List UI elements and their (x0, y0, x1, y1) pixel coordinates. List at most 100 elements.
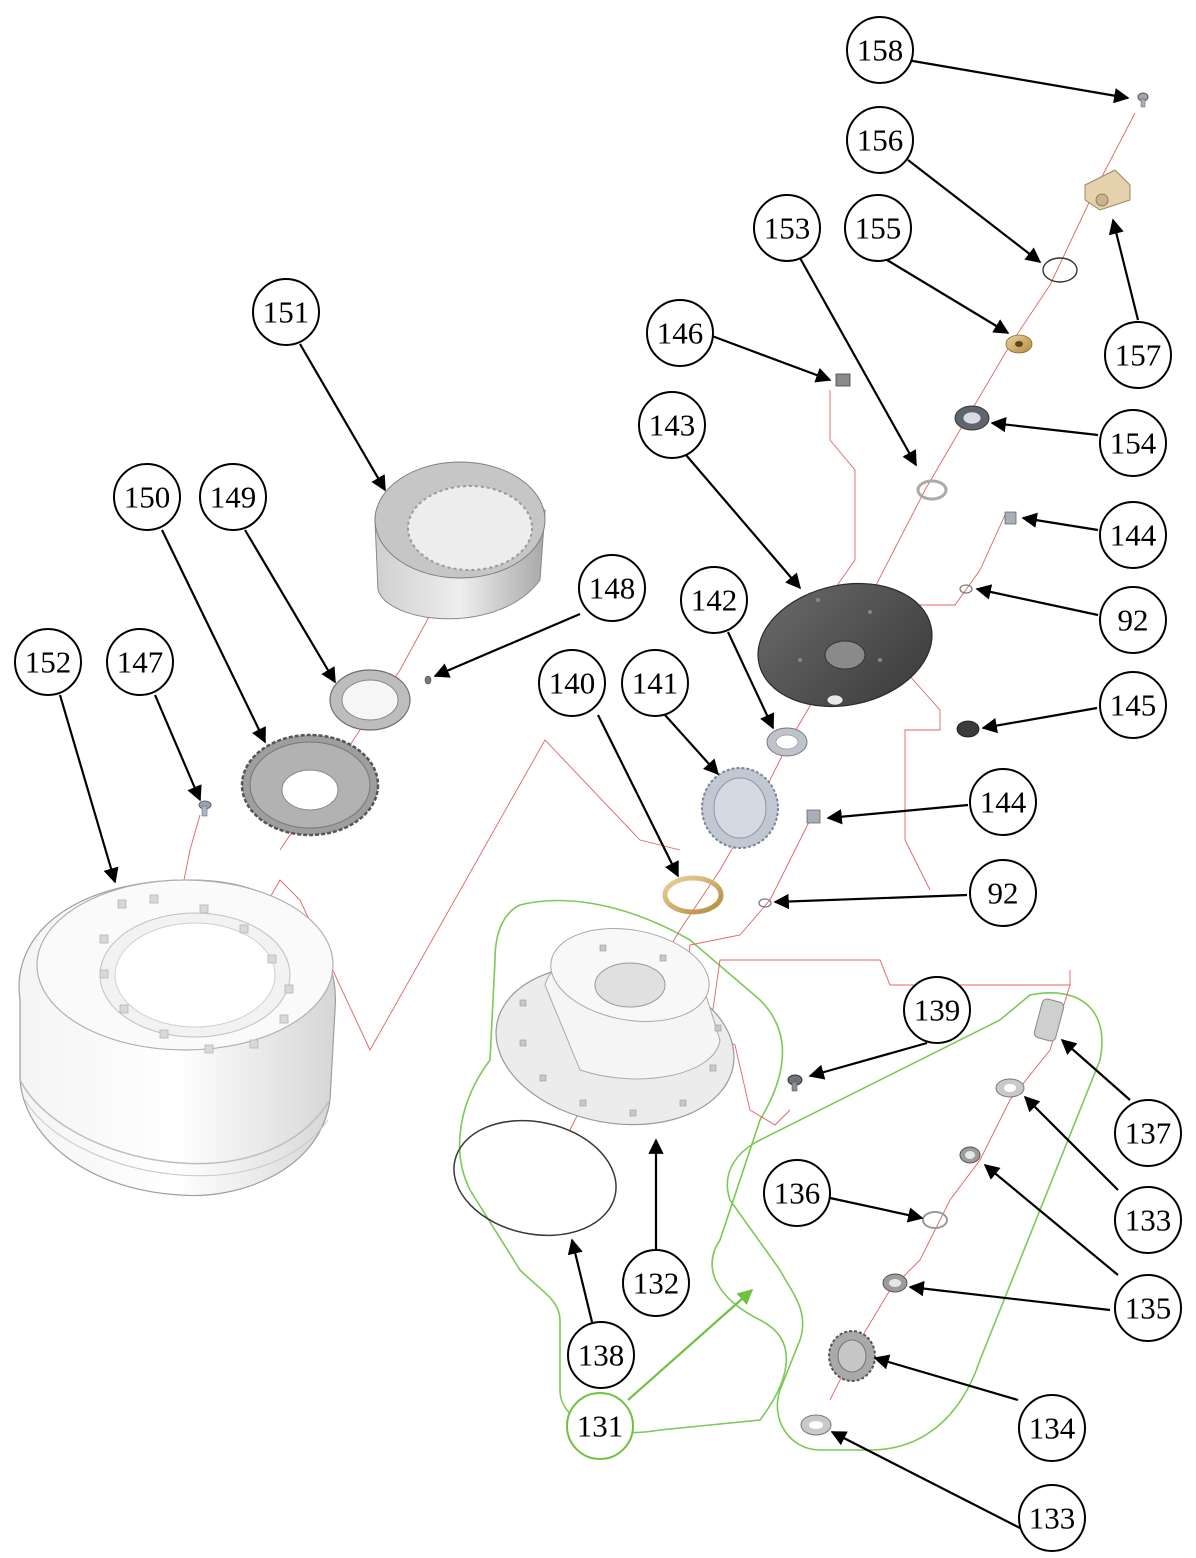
svg-text:156: 156 (857, 123, 904, 158)
dark-plug-145-part (956, 720, 980, 738)
svg-text:134: 134 (1029, 1411, 1076, 1446)
leader-92a (975, 584, 1099, 617)
svg-text:147: 147 (117, 645, 164, 680)
svg-text:139: 139 (914, 993, 961, 1028)
callout-136: 136 (763, 1159, 831, 1227)
group-outline-gear-stack (726, 992, 1103, 1451)
leader-151 (299, 343, 386, 492)
oring-156-part (1042, 257, 1078, 283)
callout-144-upper: 144 (1099, 501, 1167, 569)
parts (18, 92, 1149, 1436)
bolt-147-part (198, 800, 212, 817)
pin-137-part (1033, 998, 1065, 1042)
leader-135a (983, 1164, 1119, 1276)
oring-92-upper-part (959, 584, 973, 594)
path-gear-stack (709, 959, 1071, 1126)
leader-135b (908, 1280, 1111, 1312)
leader-139 (808, 1041, 928, 1080)
callout-153: 153 (753, 194, 821, 262)
svg-text:144: 144 (980, 785, 1027, 820)
callout-92-lower: 92 (969, 859, 1037, 927)
callout-150: 150 (113, 463, 181, 531)
svg-text:131: 131 (577, 1409, 624, 1444)
callout-156: 156 (846, 106, 914, 174)
callout-133-upper: 133 (1114, 1186, 1182, 1254)
leader-140 (597, 714, 679, 878)
leader-147 (153, 694, 202, 802)
callout-157: 157 (1104, 321, 1172, 389)
svg-text:143: 143 (649, 408, 696, 443)
leader-142 (727, 631, 775, 730)
leader-155 (886, 259, 1010, 334)
callout-158: 158 (846, 16, 914, 84)
oring-136-part (922, 1211, 948, 1229)
plug-144-lower-part (806, 809, 821, 824)
group-outline-carrier (458, 899, 788, 1434)
svg-text:135: 135 (1125, 1291, 1172, 1326)
svg-text:150: 150 (124, 480, 171, 515)
svg-text:136: 136 (774, 1176, 821, 1211)
leader-141 (664, 714, 720, 776)
washer-133-upper-part (995, 1078, 1025, 1098)
cover-plate-part (757, 582, 933, 708)
oring-92-lower-part (758, 898, 772, 908)
callout-139: 139 (903, 976, 971, 1044)
path-bolt-146 (819, 390, 856, 611)
svg-text:158: 158 (857, 33, 904, 68)
svg-text:146: 146 (657, 316, 704, 351)
seal-154-part (954, 405, 990, 431)
leader-137 (1060, 1038, 1131, 1101)
callout-154: 154 (1099, 409, 1167, 477)
sprocket-part (240, 733, 380, 837)
washer-153-part (916, 479, 948, 501)
leader-152 (58, 694, 119, 884)
bearing-135-lower-part (882, 1273, 908, 1293)
leader-133a (1023, 1095, 1119, 1191)
leader-158 (906, 58, 1130, 104)
callout-149: 149 (199, 463, 267, 531)
callout-138: 138 (567, 1321, 635, 1389)
svg-text:151: 151 (263, 295, 310, 330)
svg-text:132: 132 (633, 1266, 680, 1301)
svg-text:92: 92 (988, 876, 1019, 911)
svg-text:141: 141 (632, 666, 679, 701)
nut-ring-part (329, 669, 411, 731)
leader-144a (1021, 512, 1099, 532)
svg-text:157: 157 (1115, 338, 1162, 373)
callout-151: 151 (252, 278, 320, 346)
gear-134-part (828, 1330, 876, 1382)
svg-text:133: 133 (1029, 1501, 1076, 1536)
leader-144b (826, 803, 969, 825)
leader-149 (244, 529, 336, 684)
screw-158-part (1137, 92, 1149, 108)
callout-132: 132 (622, 1249, 690, 1317)
callout-148: 148 (578, 554, 646, 622)
leader-138 (567, 1238, 594, 1323)
callout-155: 155 (844, 194, 912, 262)
bolt-139-part (787, 1074, 803, 1092)
leader-150 (161, 529, 266, 744)
callout-142: 142 (680, 566, 748, 634)
brass-shim-140-part (662, 875, 724, 915)
svg-text:148: 148 (589, 571, 636, 606)
bracket-157-part (1084, 169, 1131, 211)
bearing-135-upper-part (959, 1146, 981, 1164)
callout-131: 131 (566, 1392, 634, 1460)
gear-141-part (701, 767, 779, 849)
leader-134 (873, 1354, 1019, 1402)
bolt-146-part (835, 373, 851, 387)
leader-156 (907, 159, 1042, 263)
leader-136 (829, 1196, 924, 1223)
leader-145 (981, 706, 1098, 734)
pin-148-part (424, 675, 432, 685)
svg-text:138: 138 (578, 1338, 625, 1373)
svg-text:155: 155 (855, 211, 902, 246)
svg-text:154: 154 (1110, 426, 1157, 461)
callout-143: 143 (638, 391, 706, 459)
ring-gear-part (374, 461, 546, 620)
svg-text:153: 153 (764, 211, 811, 246)
svg-text:92: 92 (1118, 603, 1149, 638)
leader-133b (830, 1431, 1021, 1529)
svg-text:142: 142 (691, 583, 738, 618)
callout-144-lower: 144 (969, 768, 1037, 836)
